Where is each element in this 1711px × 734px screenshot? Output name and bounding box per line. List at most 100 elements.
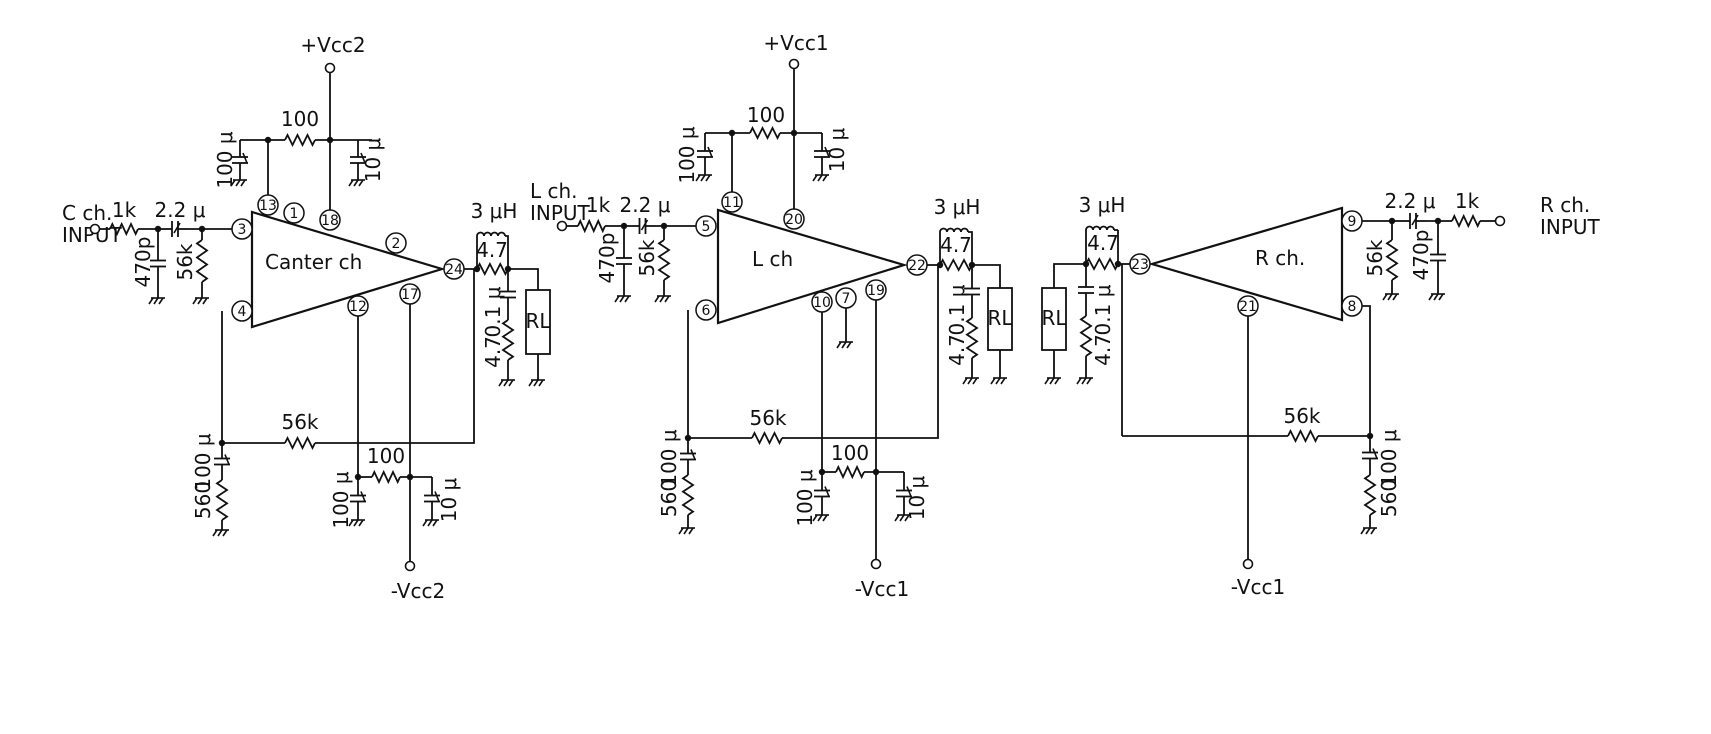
capacitor [630, 218, 655, 234]
polarity-mark [434, 491, 440, 502]
supply-label: -Vcc1 [1231, 575, 1285, 599]
supply-label: +Vcc2 [300, 33, 365, 57]
supply-label: +Vcc1 [763, 31, 828, 55]
ground-hatch [1044, 377, 1050, 385]
ground-hatch [619, 295, 625, 303]
pin-circle [257, 194, 279, 216]
pin-number: 1 [290, 206, 299, 222]
label: 4.7 [1087, 231, 1119, 255]
resistor [501, 319, 515, 361]
resistor [1079, 315, 1093, 357]
ground-hatch [508, 379, 514, 387]
terminal [788, 58, 800, 70]
terminal [870, 558, 882, 570]
capacitor [500, 269, 516, 320]
wire [505, 235, 509, 269]
ground-hatch [432, 519, 438, 527]
label: 100 μ [657, 429, 681, 487]
ground-symbol [148, 297, 165, 305]
ground-hatch [700, 174, 706, 182]
pin-marker: 24 [443, 258, 465, 280]
label: 56k [749, 406, 786, 430]
pin-circle [231, 218, 253, 240]
label: 4.7 [1091, 334, 1115, 366]
ground-hatch [503, 379, 509, 387]
ground-symbol [654, 295, 671, 303]
pin-number: 19 [867, 283, 885, 299]
ground-hatch [817, 514, 823, 522]
pin-number: 6 [702, 303, 711, 319]
pin-marker: 21 [1237, 295, 1259, 317]
resistor [965, 317, 979, 359]
label: 100 [281, 107, 319, 131]
label: 0.1 μ [1091, 284, 1115, 335]
label: 100 μ [675, 126, 699, 184]
wire [1053, 263, 1086, 288]
pin-number: 4 [238, 304, 247, 320]
ground-hatch [1382, 293, 1388, 301]
resistor [657, 239, 671, 281]
ground-hatch [1049, 377, 1055, 385]
capacitor [424, 477, 440, 520]
ground-hatch [348, 519, 354, 527]
label: 56k [635, 239, 659, 276]
capacitor [1078, 264, 1094, 316]
pin-number: 5 [702, 219, 711, 235]
right-amplifier [1148, 206, 1344, 322]
label: 2.2 μ [620, 193, 671, 217]
ground-hatch [235, 179, 241, 187]
polarity-mark [224, 454, 230, 465]
resistor [284, 132, 316, 148]
polarity-mark [824, 146, 830, 158]
ground-hatch [841, 341, 847, 349]
pin-number: 24 [445, 262, 463, 278]
right-amp-label: R ch. [1255, 246, 1305, 270]
terminal [324, 62, 336, 74]
pin-number: 3 [238, 222, 247, 238]
ground-symbol [1428, 293, 1445, 301]
ground-symbol [614, 295, 631, 303]
pin-marker: 18 [319, 209, 341, 231]
label: 2.2 μ [1385, 189, 1436, 213]
capacitor [1430, 221, 1446, 294]
wire [315, 269, 475, 444]
pin-number: 12 [349, 299, 367, 315]
label: 2.2 μ [155, 198, 206, 222]
label: 4.7 [481, 336, 505, 368]
pin-marker: 5 [695, 215, 717, 237]
label: 100 μ [329, 471, 353, 529]
label: 100 μ [213, 131, 237, 189]
ground-symbol [962, 377, 979, 385]
label: 56k [281, 410, 318, 434]
center-amplifier [250, 210, 446, 329]
pin-circle [283, 202, 305, 224]
label: 100 μ [1377, 429, 1401, 487]
center-amp-label: Canter ch [265, 250, 362, 274]
ground-hatch [427, 519, 433, 527]
pin-number: 7 [842, 291, 851, 307]
inductor [1085, 225, 1115, 231]
pin-marker: 22 [906, 254, 928, 276]
capacitor [1400, 213, 1426, 229]
resistor [476, 262, 509, 276]
pin-marker: 17 [399, 283, 421, 305]
ground-hatch [659, 295, 665, 303]
ground-hatch [822, 514, 828, 522]
ground-hatch [222, 529, 228, 537]
pin-number: 20 [785, 212, 803, 228]
pin-number: 8 [1348, 299, 1357, 315]
ground-symbol [1044, 377, 1061, 385]
input-label: L ch. [530, 179, 578, 203]
polarity-mark [707, 146, 713, 158]
ground-hatch [422, 519, 428, 527]
pin-marker: 11 [721, 191, 743, 213]
ground-symbol [230, 179, 247, 187]
resistor [215, 479, 229, 521]
pin-number: 17 [401, 287, 419, 303]
ground-hatch [498, 379, 504, 387]
resistor [195, 239, 209, 283]
ground-hatch [1365, 527, 1371, 535]
pin-marker: 19 [865, 279, 887, 301]
